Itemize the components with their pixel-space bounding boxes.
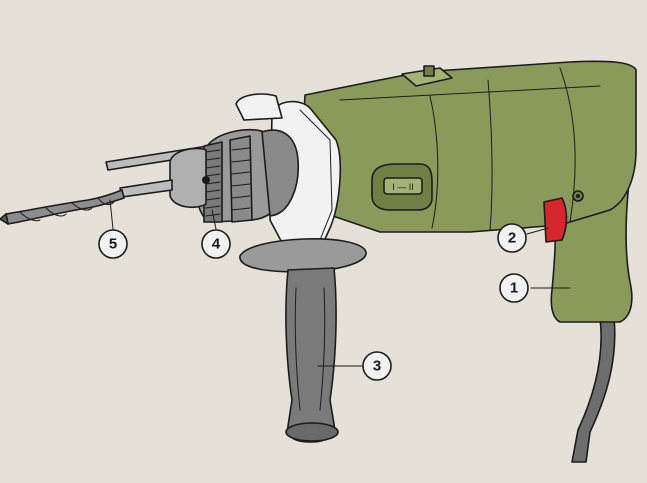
callout-2-label: 2	[508, 230, 516, 247]
chuck-ring-2	[229, 135, 253, 223]
drill-bit-tip	[0, 213, 9, 225]
trigger	[543, 197, 568, 243]
side-handle-ring	[239, 238, 367, 273]
callout-3-label: 3	[373, 358, 381, 375]
callout-2-leader	[526, 227, 549, 235]
callout-5: 5	[98, 229, 128, 259]
callout-2: 2	[497, 223, 527, 253]
callout-1: 1	[499, 273, 529, 303]
svg-text:I — II: I — II	[392, 182, 414, 192]
callout-5-leader	[109, 199, 114, 230]
side-handle	[285, 267, 337, 443]
callout-4-leader	[211, 209, 217, 230]
chuck-nose	[169, 147, 207, 209]
callout-1-label: 1	[510, 280, 518, 297]
callout-4-label: 4	[212, 236, 221, 253]
callout-5-label: 5	[109, 236, 117, 253]
callout-3: 3	[362, 351, 392, 381]
drill-bit-flutes	[5, 189, 125, 225]
callout-4: 4	[201, 229, 231, 259]
drill-bit-shank	[119, 179, 173, 198]
power-cable	[571, 317, 616, 463]
side-handle-cap	[285, 422, 339, 442]
depth-clamp	[235, 93, 283, 121]
